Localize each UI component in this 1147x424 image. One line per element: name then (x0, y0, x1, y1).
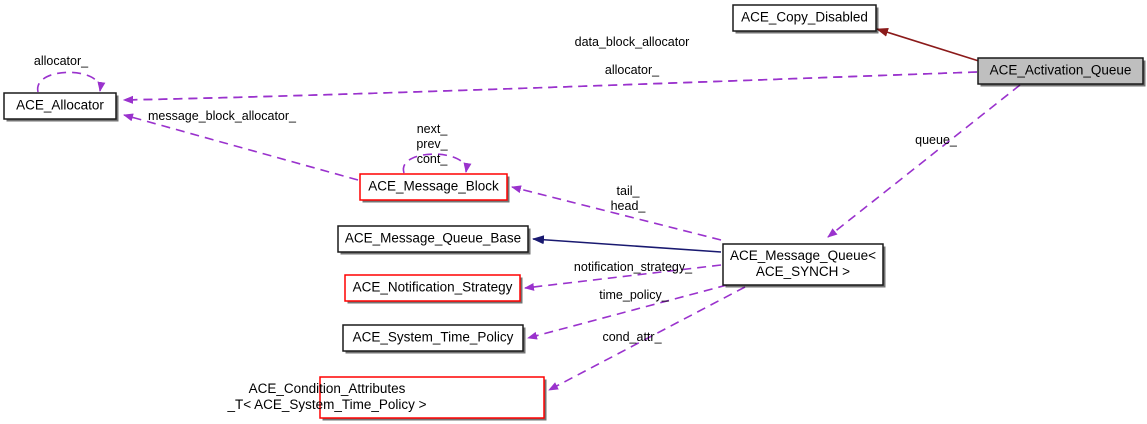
node-ace-message-block[interactable]: ACE_Message_Block (359, 173, 510, 203)
node-label-line: _T< ACE_System_Time_Policy > (226, 397, 426, 412)
node-box (3, 92, 117, 120)
edge-label-edge-tail-head: tail_head_ (611, 184, 647, 213)
edge-label-edge-allocator-self: allocator_ (34, 54, 89, 68)
edge-label-edge-data-block-allocator: data_block_allocator (575, 35, 690, 49)
edge-edge-notification-strategy (524, 264, 722, 291)
node-label-line: ACE_SYNCH > (756, 264, 850, 279)
node-label-line: ACE_System_Time_Policy (353, 330, 514, 345)
node-ace-notification-strategy[interactable]: ACE_Notification_Strategy (344, 274, 523, 304)
node-label-line: ACE_Condition_Attributes (249, 381, 406, 396)
edge-edge-time-policy (527, 284, 728, 340)
node-ace-copy-disabled[interactable]: ACE_Copy_Disabled (732, 4, 879, 34)
edge-edge-allocator (123, 71, 978, 104)
node-box (722, 243, 884, 286)
edge-edge-queue-base-inherit (532, 235, 722, 253)
edge-edge-allocator-self (37, 71, 106, 93)
edge-label-edge-message-block-allocator: message_block_allocator_ (148, 109, 297, 123)
node-box (337, 225, 529, 253)
node-ace-condition-attributes[interactable]: ACE_Condition_Attributes_T< ACE_System_T… (226, 376, 547, 421)
edge-edge-message-block-self (402, 153, 472, 174)
edge-label-edge-time-policy: time_policy_ (599, 288, 670, 302)
node-ace-activation-queue[interactable]: ACE_Activation_Queue (977, 57, 1146, 87)
edge-edge-tail-head (511, 185, 722, 241)
edge-label-edge-cond-attr: cond_attr_ (602, 330, 662, 344)
node-label-line: ACE_Activation_Queue (990, 63, 1132, 78)
node-box (977, 57, 1144, 85)
node-layer: ACE_Copy_DisabledACE_Activation_QueueACE… (3, 4, 1146, 421)
node-label-line: ACE_Message_Queue< (730, 248, 876, 263)
node-ace-message-queue-synch[interactable]: ACE_Message_Queue<ACE_SYNCH > (722, 243, 886, 288)
node-box (319, 376, 545, 419)
node-label-line: ACE_Notification_Strategy (353, 280, 513, 295)
node-label-line: ACE_Copy_Disabled (741, 10, 868, 25)
node-box (342, 324, 524, 352)
edge-edge-queue (827, 84, 1021, 238)
node-ace-system-time-policy[interactable]: ACE_System_Time_Policy (342, 324, 526, 354)
node-label-line: ACE_Message_Block (368, 179, 499, 194)
node-ace-allocator[interactable]: ACE_Allocator (3, 92, 119, 122)
edge-label-edge-notification-strategy: notification_strategy_ (574, 260, 693, 274)
node-box (344, 274, 521, 302)
edge-label-edge-allocator: allocator_ (605, 63, 660, 77)
edge-edge-cond-attr (548, 286, 746, 391)
edge-edge-copy-disabled-inherit (876, 28, 983, 63)
edge-layer (37, 28, 1021, 391)
edge-edge-message-block-allocator (123, 113, 359, 181)
edge-label-edge-message-block-self: next_prev_cont_ (416, 122, 448, 166)
node-box (359, 173, 508, 201)
node-label-line: ACE_Message_Queue_Base (345, 231, 521, 246)
edge-label-edge-queue: queue_ (915, 133, 958, 147)
node-box (732, 4, 877, 32)
edge-label-layer: data_block_allocator allocator_ queue_ mess… (34, 35, 958, 344)
node-label-line: ACE_Allocator (16, 98, 104, 113)
node-ace-message-queue-base[interactable]: ACE_Message_Queue_Base (337, 225, 531, 255)
